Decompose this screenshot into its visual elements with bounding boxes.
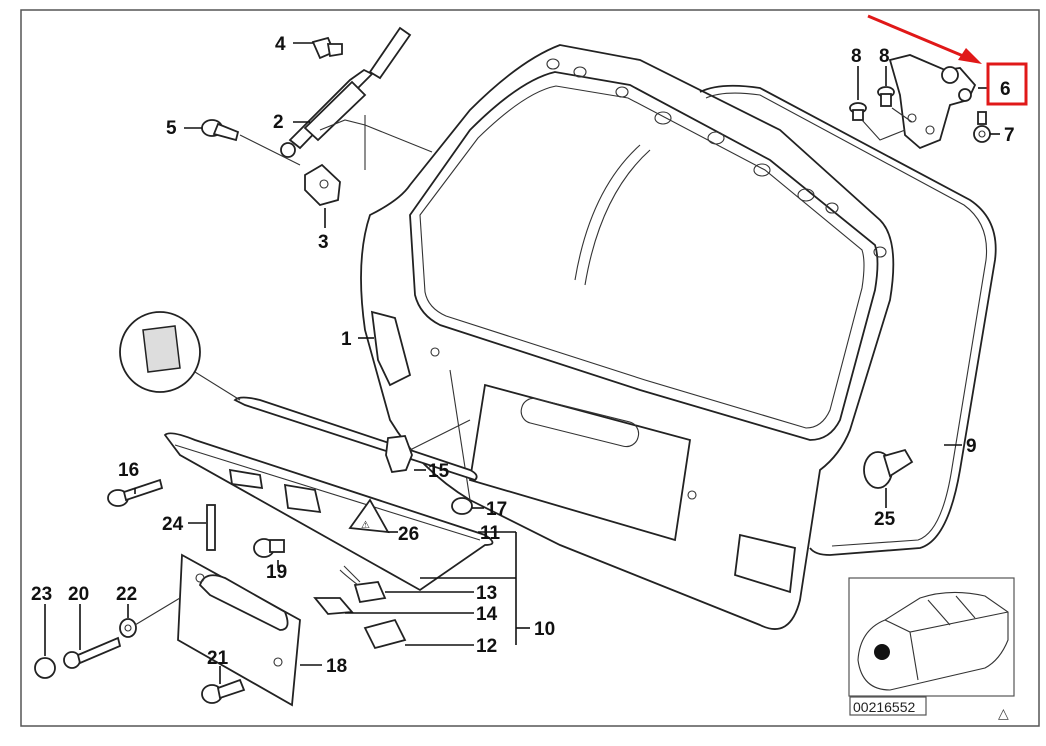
plug-17: [451, 497, 473, 515]
location-marker: [874, 644, 890, 660]
corner-triangle-icon: △: [998, 706, 1009, 722]
tailgate-seal: [699, 84, 997, 556]
bolt-21: [201, 678, 246, 704]
highlight-arrow: [867, 14, 982, 64]
callout-labels: 1 2 3 4 5 6 7 8 8 9 10 11 12 13 14 15 16…: [31, 34, 1015, 677]
callout-10: 10: [534, 619, 555, 640]
handle-recess: [520, 397, 640, 448]
drawing-number: 00216552: [853, 699, 916, 715]
callout-9: 9: [966, 436, 977, 457]
hinge-6: [888, 54, 977, 150]
leader-lines: [44, 42, 1000, 684]
rod-24: [206, 504, 216, 551]
buffer-25: [863, 448, 914, 489]
screw-8a: [849, 102, 867, 121]
clip-19: [253, 538, 285, 558]
callout-12: 12: [476, 636, 497, 657]
gas-strut: [280, 26, 412, 158]
tailgate-seal-inner: [705, 92, 988, 547]
frame-clips: [546, 58, 887, 258]
glass-reflection-line: [584, 149, 651, 286]
plate-holder-18: [177, 553, 301, 707]
callout-23: 23: [31, 584, 52, 605]
cover-12: [363, 618, 407, 650]
car-location-inset: [848, 577, 1015, 697]
svg-text:⚠: ⚠: [361, 520, 370, 531]
callout-22: 22: [116, 584, 137, 605]
rear-window-glass: [419, 85, 865, 429]
callout-14: 14: [476, 604, 498, 625]
callout-25: 25: [874, 509, 896, 530]
callout-11: 11: [480, 523, 501, 544]
callout-13: 13: [476, 583, 497, 604]
callout-26: 26: [398, 524, 419, 545]
callout-5: 5: [166, 118, 177, 139]
license-plate-recess: [468, 383, 692, 542]
callout-7: 7: [1004, 125, 1015, 146]
bolt-16: [107, 478, 164, 507]
callout-4: 4: [275, 34, 286, 55]
right-reflector-cutout: [734, 533, 796, 594]
nut-7: [973, 111, 991, 143]
callout-20: 20: [68, 584, 89, 605]
callout-21: 21: [207, 648, 229, 669]
lens-14: [313, 597, 354, 615]
strut-bracket-3: [304, 163, 341, 207]
bolt-4: [311, 36, 343, 60]
callout-19: 19: [266, 562, 287, 583]
clip-15: [385, 435, 413, 473]
tailgate-assembly: [360, 44, 895, 630]
callout-1: 1: [341, 329, 352, 350]
bolt-5: [201, 119, 240, 142]
callout-15: 15: [428, 461, 450, 482]
screw-20: [63, 636, 122, 669]
callout-17: 17: [486, 499, 507, 520]
light-13: [339, 565, 387, 604]
callout-2: 2: [273, 112, 284, 133]
seal-strip: [233, 396, 478, 482]
drawing-number-box: [849, 696, 927, 716]
highlight-box: [986, 62, 1028, 106]
callout-18: 18: [326, 656, 347, 677]
screw-8b: [877, 86, 895, 107]
washer-22: [119, 618, 137, 638]
callout-3: 3: [318, 232, 329, 253]
callout-24: 24: [162, 514, 184, 535]
callout-8b: 8: [879, 46, 890, 67]
cap-23: [34, 657, 56, 679]
left-light-cutout: [370, 310, 412, 387]
glass-reflection-line: [574, 144, 641, 281]
warning-label-26: ⚠: [348, 498, 390, 534]
callout-6: 6: [1000, 79, 1011, 100]
callout-8a: 8: [851, 46, 862, 67]
callout-16: 16: [118, 460, 139, 481]
diagram-frame: [20, 9, 1040, 727]
